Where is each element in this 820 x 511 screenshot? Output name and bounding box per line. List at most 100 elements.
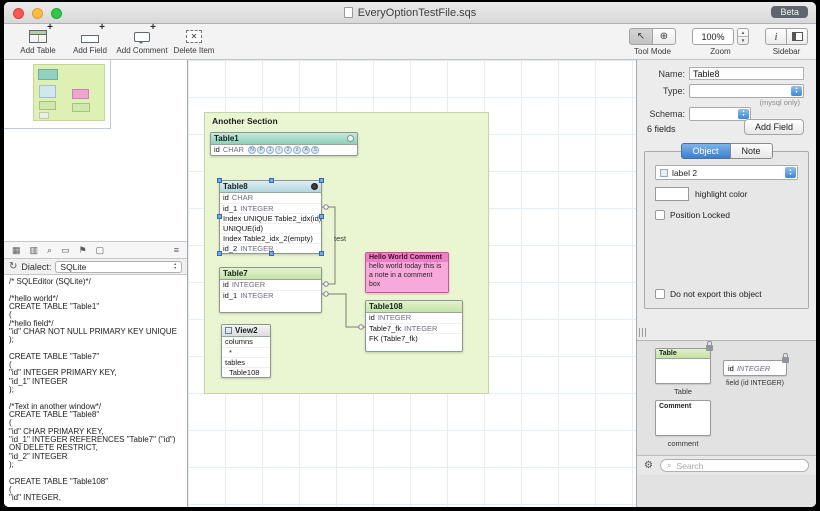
search-icon[interactable]: ⌕ [47,245,52,256]
app-window: EveryOptionTestFile.sqs Beta + Add Table… [4,2,816,507]
select-tool-button[interactable]: ↖ [629,28,653,45]
table-view-icon[interactable]: ▦ [12,245,21,256]
add-field-inspector-button[interactable]: Add Field [744,119,804,135]
field-row[interactable]: id INTEGER [366,313,462,323]
selection-handle[interactable] [319,178,324,183]
comment-box[interactable]: Hello World Comment hello world today th… [365,252,449,293]
position-locked-checkbox[interactable] [655,210,665,220]
view-row[interactable]: tables [222,357,270,367]
plus-icon: + [150,23,156,33]
palette-comment-item[interactable]: Comment [655,400,711,436]
locked-indicator-icon [311,183,318,190]
navigator-thumbnail[interactable] [33,64,105,121]
fk-row[interactable]: FK (Table7_fk) [366,333,462,343]
selection-handle[interactable] [217,251,222,256]
field-row[interactable]: id CHAR N P 1 i 2 z A S [211,145,357,155]
label-popup[interactable]: label 2 ▲▼ [655,165,798,180]
index-row[interactable]: Index UNIQUE Table2_idx(id) [220,213,321,223]
diagram-table-table108[interactable]: Table108 id INTEGER Table7_fk INTEGER FK… [365,300,463,352]
close-window-button[interactable] [13,8,24,19]
field-name: id [214,145,220,155]
type-popup[interactable]: ▲▼ [689,84,804,98]
palette-search-field[interactable]: ⌕ [660,459,809,472]
add-field-button[interactable]: + Add Field [64,26,116,59]
inspector-toggle-button[interactable]: i [765,28,787,45]
refresh-icon[interactable]: ↻ [9,261,17,272]
field-row[interactable]: id CHAR [220,193,321,203]
view-row[interactable]: Table108 [222,367,270,377]
column-view-icon[interactable]: ▥ [30,245,39,256]
diagram-table-table8[interactable]: Table8 id CHAR id_1 INTEGER Index UNIQUE… [219,180,322,254]
zoom-value[interactable]: 100% [692,28,734,45]
tab-note[interactable]: Note [730,143,773,159]
document-icon [344,7,353,18]
view-row[interactable]: * [222,347,270,357]
index-text: Index UNIQUE Table2_idx(id) [223,214,321,224]
zoom-window-button[interactable] [51,8,62,19]
zoom-down-icon[interactable]: ▼ [738,36,748,44]
lock-icon [706,345,713,351]
add-comment-button[interactable]: + Add Comment [116,26,168,59]
search-icon: ⌕ [667,462,671,470]
sidebar-panel-icon [792,32,803,41]
zoom-stepper[interactable]: ▲ ▼ [737,28,749,45]
zoom-up-icon[interactable]: ▲ [738,29,748,36]
selection-handle[interactable] [217,214,222,219]
list-icon[interactable]: ≡ [174,245,179,255]
palette-table-item[interactable]: Table [655,348,711,384]
palette-comment-title: Comment [659,403,691,410]
search-input[interactable] [674,460,802,472]
schema-popup[interactable]: ▲▼ [689,107,751,121]
field-row[interactable]: Table7_fk INTEGER [366,323,462,333]
selection-handle[interactable] [319,251,324,256]
minimize-window-button[interactable] [32,8,43,19]
diagram-view-view2[interactable]: View2 columns * tables Table108 [221,324,271,378]
view2-header[interactable]: View2 [222,325,270,337]
diagram-table-table1[interactable]: Table1 id CHAR N P 1 i 2 z A S [210,132,358,156]
selection-handle[interactable] [269,251,274,256]
gear-icon[interactable]: ⚙ [644,461,653,471]
left-panel: ▦ ▥ ⌕ ▭ ⚑ ▢ ≡ ↻ Dialect: SQLite ▲▼ /* SQ… [4,60,188,507]
navigator-overview[interactable] [4,60,187,242]
add-table-button[interactable]: + Add Table [12,26,64,59]
diagram-table-table7[interactable]: Table7 id INTEGER id_1 INTEGER [219,267,322,313]
table-name: Table1 [214,134,239,143]
table1-header[interactable]: Table1 [211,133,357,145]
diagram-canvas[interactable]: Another Section test Table1 id CHAR [188,60,636,507]
link-tool-button[interactable]: ⊕ [652,28,676,45]
do-not-export-checkbox[interactable] [655,289,665,299]
splitter-grip[interactable] [639,328,648,337]
name-input[interactable] [689,67,804,80]
note-icon[interactable]: ▢ [96,245,105,256]
selection-handle[interactable] [217,178,222,183]
sql-preview[interactable]: /* SQLEditor (SQLite)*/ /*hello world*/ … [4,275,187,507]
window-title: EveryOptionTestFile.sqs [344,7,477,19]
tab-object[interactable]: Object [680,143,730,159]
field-row[interactable]: id_1 INTEGER [220,203,321,213]
field-row[interactable]: id INTEGER [220,280,321,290]
delete-item-button[interactable]: ✕ Delete Item [168,26,220,59]
palette-field-name: id [728,364,734,373]
label-color-chip [660,169,668,177]
attr-icon: N [248,146,256,154]
palette-field-item[interactable]: id INTEGER [723,360,787,376]
field-row[interactable]: id_1 INTEGER [220,290,321,300]
view-row[interactable]: columns [222,337,270,347]
highlight-color-well[interactable] [655,187,689,201]
selection-handle[interactable] [319,214,324,219]
palette-table-title: Table [656,349,710,359]
sidebar-toggle-button[interactable] [786,28,808,45]
selection-handle[interactable] [269,178,274,183]
table108-header[interactable]: Table108 [366,301,462,313]
ruler-icon[interactable]: ▭ [61,245,70,256]
field-name: id_2 [223,244,237,254]
field-name: id [223,280,229,290]
name-row: Name: [643,66,804,81]
flag-icon[interactable]: ⚑ [79,245,87,256]
dialect-select[interactable]: SQLite ▲▼ [55,261,182,273]
table7-header[interactable]: Table7 [220,268,321,280]
index-text: UNIQUE(id) [223,224,263,234]
index-row[interactable]: UNIQUE(id) [220,223,321,233]
index-row[interactable]: Index Table2_idx_2(empty) [220,233,321,243]
left-panel-toolbar: ▦ ▥ ⌕ ▭ ⚑ ▢ ≡ [4,242,187,259]
